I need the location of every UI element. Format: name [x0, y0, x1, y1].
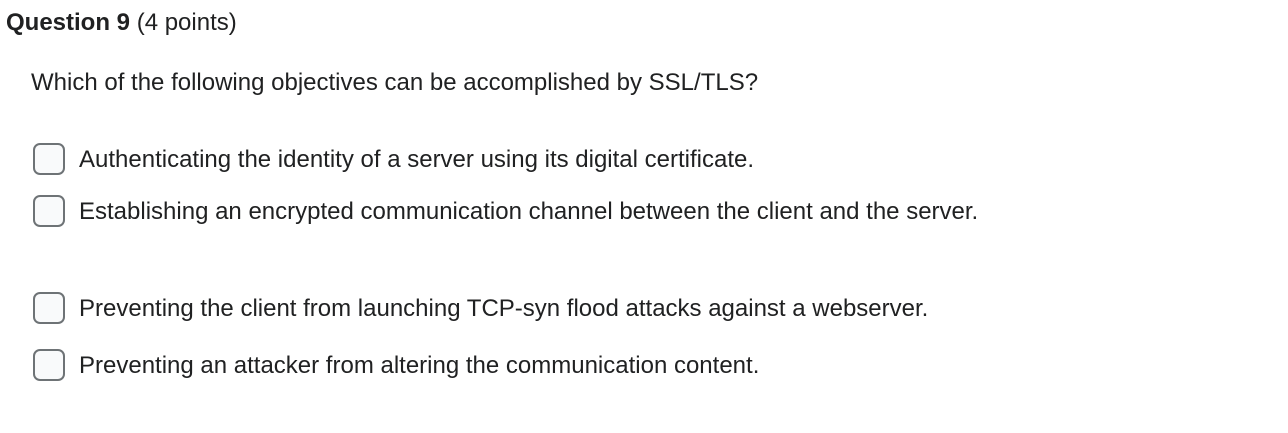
answer-checkbox[interactable] [33, 292, 65, 324]
answer-option[interactable]: Establishing an encrypted communication … [33, 192, 1183, 232]
answer-label[interactable]: Establishing an encrypted communication … [79, 198, 979, 225]
question-prompt: Which of the following objectives can be… [31, 69, 759, 96]
answer-label[interactable]: Preventing an attacker from altering the… [79, 352, 760, 379]
question-title: Question 9 [6, 9, 131, 36]
answer-checkbox[interactable] [33, 143, 65, 175]
answer-checkbox[interactable] [33, 195, 65, 227]
answer-checkbox[interactable] [33, 349, 65, 381]
question-header: Question 9 (4 points) [6, 6, 237, 40]
answer-label[interactable]: Preventing the client from launching TCP… [79, 295, 929, 322]
answer-label[interactable]: Authenticating the identity of a server … [79, 146, 755, 173]
question-points: (4 points) [136, 9, 237, 36]
answer-option[interactable]: Preventing the client from launching TCP… [33, 289, 1183, 329]
answer-option[interactable]: Authenticating the identity of a server … [33, 140, 1183, 180]
answer-option[interactable]: Preventing an attacker from altering the… [33, 346, 1183, 386]
